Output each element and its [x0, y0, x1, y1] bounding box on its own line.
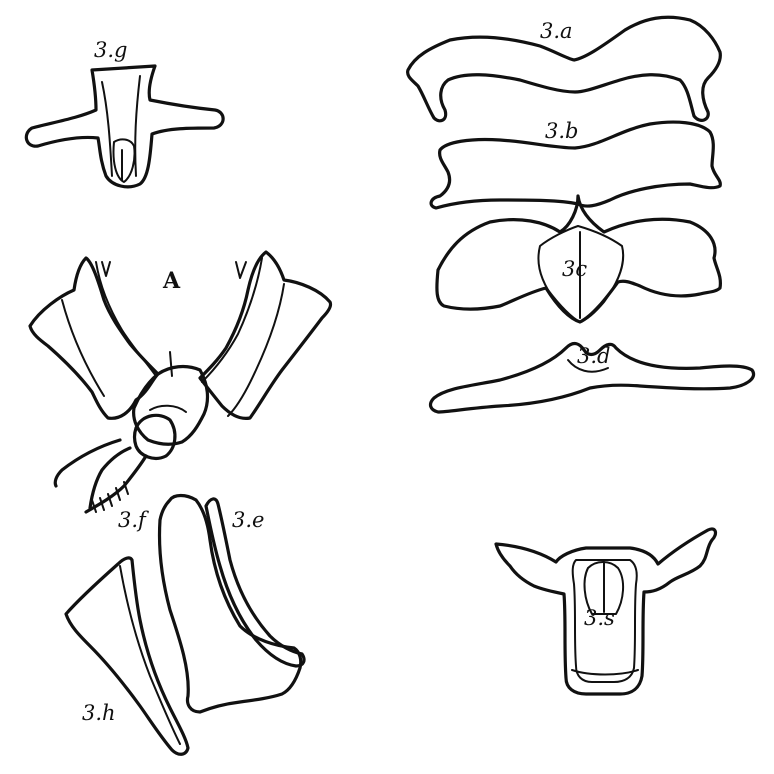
part-3g: 3.g	[24, 38, 225, 189]
label-3a: 3.a	[540, 19, 573, 43]
label-3h: 3.h	[82, 701, 116, 725]
label-3c: 3c	[562, 257, 587, 281]
part-3d: 3.d	[428, 341, 756, 414]
part-3h: 3.h	[64, 556, 190, 756]
part-3s: 3.s	[494, 527, 718, 696]
part-3f: 3.f	[118, 493, 303, 714]
label-A: A	[162, 268, 181, 294]
part-3c: 3c	[435, 194, 722, 324]
label-3f: 3.f	[118, 508, 149, 532]
label-3b: 3.b	[545, 119, 578, 143]
part-3b: 3.b	[429, 119, 722, 210]
label-3g: 3.g	[94, 38, 127, 62]
part-3a: 3.a	[406, 15, 722, 123]
part-3e: 3.e	[204, 497, 306, 668]
label-3d: 3.d	[577, 344, 610, 368]
label-3e: 3.e	[232, 508, 264, 532]
part-A: A	[28, 250, 333, 514]
label-3s: 3.s	[584, 606, 615, 630]
